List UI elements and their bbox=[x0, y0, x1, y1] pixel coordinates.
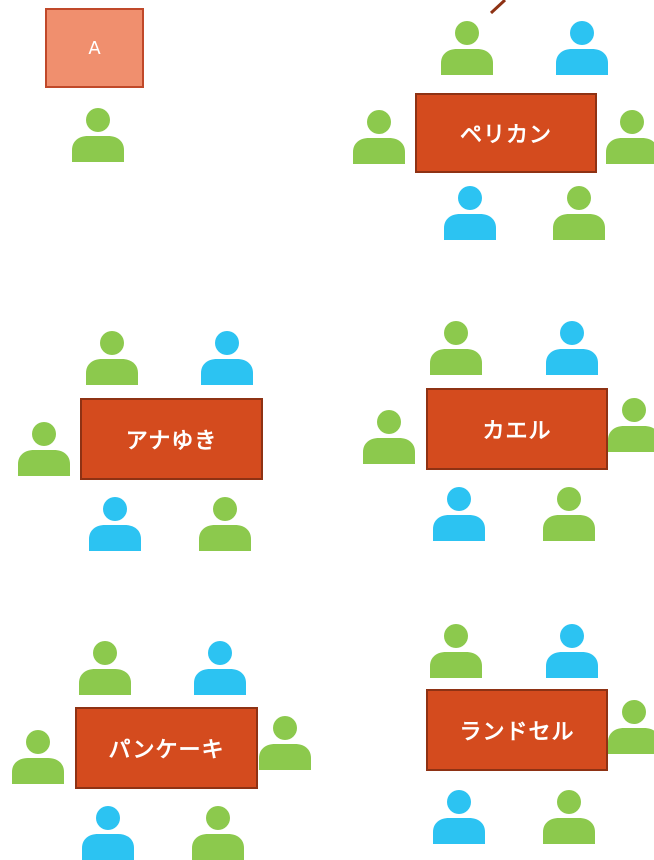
person-icon-shape bbox=[199, 497, 251, 551]
box-a: A bbox=[45, 8, 144, 88]
person-icon-shape bbox=[201, 331, 253, 385]
person-icon bbox=[556, 21, 608, 75]
person-icon-shape bbox=[433, 487, 485, 541]
arrow-line bbox=[489, 0, 507, 14]
person-icon bbox=[553, 186, 605, 240]
person-icon bbox=[363, 410, 415, 464]
person-icon-shape bbox=[194, 641, 246, 695]
person-icon bbox=[259, 716, 311, 770]
person-icon bbox=[192, 806, 244, 860]
person-icon bbox=[82, 806, 134, 860]
person-icon-shape bbox=[12, 730, 64, 784]
person-icon-shape bbox=[86, 331, 138, 385]
person-icon-shape bbox=[72, 108, 124, 162]
person-icon bbox=[433, 487, 485, 541]
person-icon bbox=[72, 108, 124, 162]
person-icon-shape bbox=[430, 624, 482, 678]
person-icon-shape bbox=[192, 806, 244, 860]
person-icon bbox=[18, 422, 70, 476]
person-icon-shape bbox=[79, 641, 131, 695]
person-icon-shape bbox=[259, 716, 311, 770]
person-icon-shape bbox=[606, 110, 654, 164]
person-icon-shape bbox=[441, 21, 493, 75]
person-icon-shape bbox=[553, 186, 605, 240]
table-kaeru: カエル bbox=[426, 388, 608, 470]
person-icon bbox=[199, 497, 251, 551]
person-icon bbox=[201, 331, 253, 385]
person-icon-shape bbox=[546, 321, 598, 375]
person-icon-shape bbox=[353, 110, 405, 164]
table-randoseru: ランドセル bbox=[426, 689, 608, 771]
person-icon bbox=[543, 487, 595, 541]
table-pancake: パンケーキ bbox=[75, 707, 258, 789]
person-icon bbox=[430, 624, 482, 678]
person-icon-shape bbox=[82, 806, 134, 860]
table-label: パンケーキ bbox=[108, 738, 225, 763]
person-icon bbox=[86, 331, 138, 385]
table-pelican: ペリカン bbox=[415, 93, 597, 173]
person-icon-shape bbox=[608, 398, 654, 452]
person-icon bbox=[433, 790, 485, 844]
table-label: ペリカン bbox=[459, 123, 552, 148]
person-icon bbox=[606, 110, 654, 164]
person-icon bbox=[608, 700, 654, 754]
person-icon bbox=[543, 790, 595, 844]
person-icon-shape bbox=[543, 487, 595, 541]
person-icon bbox=[12, 730, 64, 784]
table-label: ランドセル bbox=[459, 720, 575, 745]
person-icon-shape bbox=[444, 186, 496, 240]
person-icon-shape bbox=[556, 21, 608, 75]
person-icon-shape bbox=[89, 497, 141, 551]
person-icon-shape bbox=[433, 790, 485, 844]
table-label: アナゆき bbox=[125, 429, 218, 454]
person-icon bbox=[353, 110, 405, 164]
person-icon bbox=[444, 186, 496, 240]
person-icon bbox=[430, 321, 482, 375]
person-icon bbox=[194, 641, 246, 695]
person-icon bbox=[608, 398, 654, 452]
person-icon bbox=[79, 641, 131, 695]
person-icon bbox=[546, 624, 598, 678]
person-icon-shape bbox=[608, 700, 654, 754]
person-icon-shape bbox=[543, 790, 595, 844]
table-label: カエル bbox=[482, 419, 552, 444]
person-icon-shape bbox=[430, 321, 482, 375]
person-icon bbox=[546, 321, 598, 375]
person-icon-shape bbox=[363, 410, 415, 464]
person-icon-shape bbox=[546, 624, 598, 678]
person-icon-shape bbox=[18, 422, 70, 476]
person-icon bbox=[441, 21, 493, 75]
table-anayuki: アナゆき bbox=[80, 398, 263, 480]
person-icon bbox=[89, 497, 141, 551]
box-a-label: A bbox=[88, 37, 101, 59]
